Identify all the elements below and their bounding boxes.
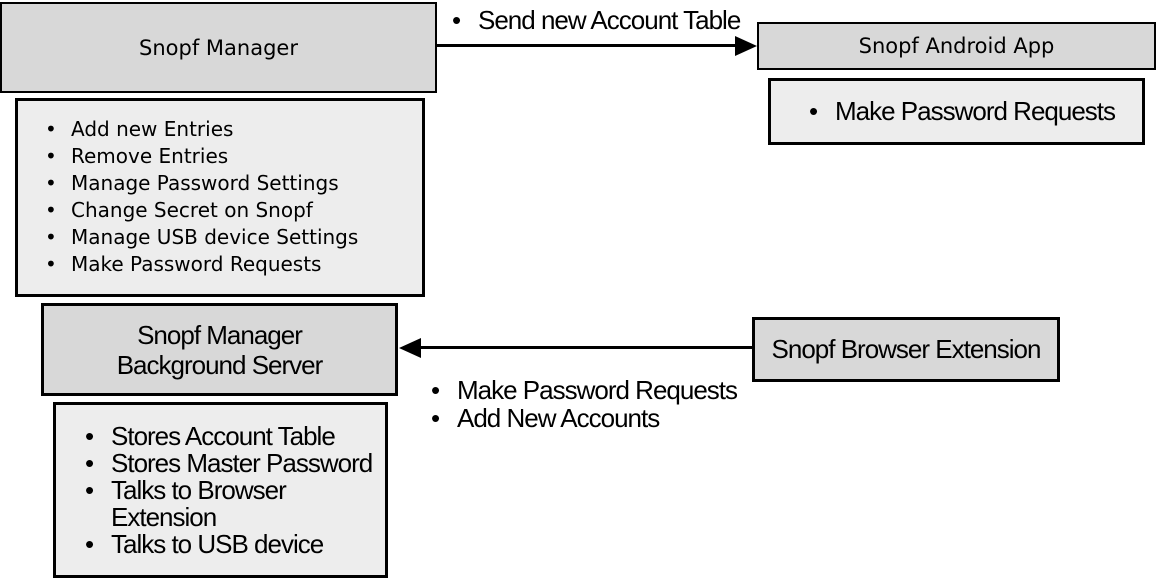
edge-label-list: Send new Account Table [436,6,741,34]
edge-label-list: Make Password RequestsAdd New Accounts [415,376,738,432]
node-background-server: Snopf Manager Background Server [41,303,398,396]
node-snopf-android-app: Snopf Android App [757,22,1156,70]
list-item: Manage USB device Settings [45,224,414,251]
arrow-browser-to-server-line [418,346,752,349]
node-title: Snopf Browser Extension [771,334,1042,364]
arrow-manager-to-android-line [437,44,737,47]
node-title: Snopf Android App [858,34,1055,58]
arrow-right-head-icon [735,36,757,56]
node-title: Snopf Manager [139,35,298,60]
list-item: Remove Entries [45,143,414,170]
arrow-left-head-icon [399,338,421,358]
node-title-line-2: Background Server [116,349,324,380]
list-item: Make Password Requests [809,98,1136,126]
list-item: Make Password Requests [45,251,414,278]
list-item: Talks to USB device [85,531,385,559]
panel-snopf-manager-features: Add new EntriesRemove EntriesManage Pass… [15,98,425,297]
list-item: Stores Master Password [85,450,385,478]
list-item: Manage Password Settings [45,170,414,197]
node-browser-extension: Snopf Browser Extension [752,317,1060,382]
feature-list-manager: Add new EntriesRemove EntriesManage Pass… [18,101,422,278]
panel-android-features: Make Password Requests [768,78,1145,145]
list-item: Add new Entries [45,116,414,143]
node-snopf-manager: Snopf Manager [0,2,437,93]
edge-label-browser-to-server: Make Password RequestsAdd New Accounts [415,376,738,432]
list-item: Add New Accounts [431,404,737,432]
list-item: Make Password Requests [431,376,738,404]
list-item: Talks to Browser Extension [85,477,385,531]
feature-list-android: Make Password Requests [771,81,1142,126]
list-item: Change Secret on Snopf [45,197,414,224]
list-item: Send new Account Table [452,6,741,34]
edge-label-manager-to-android: Send new Account Table [436,6,741,34]
panel-server-features: Stores Account TableStores Master Passwo… [53,402,388,578]
feature-list-server: Stores Account TableStores Master Passwo… [56,405,385,559]
node-title-line-1: Snopf Manager [137,319,303,350]
list-item: Stores Account Table [85,423,385,451]
